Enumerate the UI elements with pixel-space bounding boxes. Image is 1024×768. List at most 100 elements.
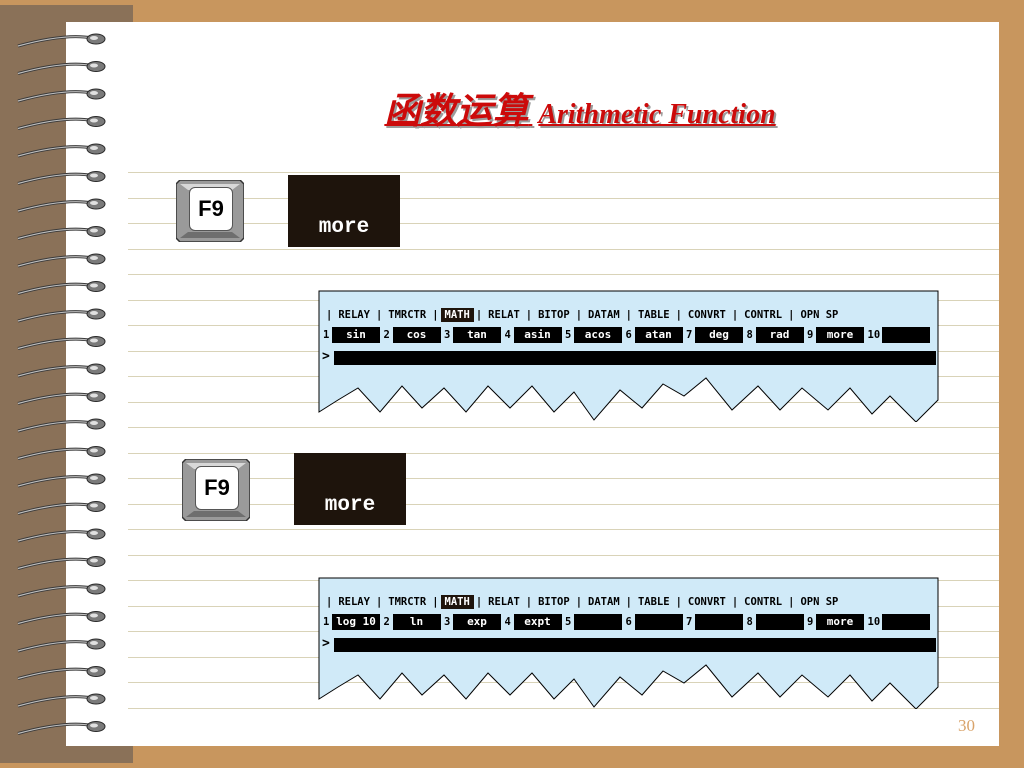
menu-separator: | <box>625 309 632 321</box>
menu-separator: | <box>575 596 583 608</box>
more-button[interactable]: more <box>294 453 406 525</box>
coil-ring <box>17 281 106 295</box>
softkey-3[interactable]: exp <box>453 614 501 630</box>
menu-item-datam[interactable]: DATAM <box>588 596 620 608</box>
softkey-number: 10 <box>867 329 881 341</box>
softkey-number: 10 <box>867 616 881 628</box>
coil-ring <box>17 721 106 735</box>
menu-item-contrl[interactable]: CONTRL <box>744 309 783 321</box>
softkey-5[interactable] <box>574 614 622 630</box>
coil-ring <box>17 473 106 488</box>
menu-item-relay[interactable]: RELAY <box>338 309 370 321</box>
softkey-6[interactable]: atan <box>634 327 683 343</box>
menu-item-opn-sp[interactable]: OPN SP <box>800 596 839 608</box>
menu-item-convrt[interactable]: CONVRT <box>687 309 726 321</box>
menu-item-relat[interactable]: RELAT <box>488 309 520 321</box>
softkey-number: 5 <box>565 329 572 341</box>
menu-item-table[interactable]: TABLE <box>637 309 670 321</box>
softkey-number: 3 <box>444 616 451 628</box>
softkey-7[interactable]: deg <box>695 327 743 343</box>
coil-ring <box>17 528 106 543</box>
ruled-line <box>128 529 999 530</box>
softkey-number: 1 <box>323 616 330 628</box>
menu-item-relay[interactable]: RELAY <box>338 596 370 608</box>
command-prompt: > <box>322 349 330 364</box>
menu-item-contrl[interactable]: CONTRL <box>744 596 783 608</box>
menu-separator: | <box>375 596 383 608</box>
menu-separator: | <box>525 596 533 608</box>
ruled-line <box>128 708 999 709</box>
command-prompt: > <box>322 636 330 651</box>
menu-item-table[interactable]: TABLE <box>637 596 670 608</box>
softkey-number: 6 <box>625 329 632 341</box>
softkey-number: 5 <box>565 616 572 628</box>
coil-ring <box>17 391 106 405</box>
coil-ring <box>17 61 106 75</box>
softkey-10[interactable] <box>881 614 930 630</box>
coil-ring <box>17 143 106 158</box>
coil-ring <box>17 501 106 515</box>
coil-ring <box>17 33 106 48</box>
coil-ring <box>17 693 106 708</box>
menu-separator: | <box>731 309 739 321</box>
softkey-5[interactable]: acos <box>574 327 622 343</box>
menu-item-math[interactable]: MATH <box>440 308 474 322</box>
ruled-line <box>128 172 999 173</box>
softkey-8[interactable]: rad <box>755 327 804 343</box>
softkey-number: 8 <box>746 329 753 341</box>
menu-separator: | <box>326 309 333 321</box>
command-input[interactable] <box>334 638 936 652</box>
menu-item-datam[interactable]: DATAM <box>588 309 620 321</box>
f9-key[interactable]: F9 <box>175 179 245 243</box>
f9-keycap-label: F9 <box>189 187 233 231</box>
softkey-number: 8 <box>746 616 753 628</box>
coil-ring <box>17 336 106 350</box>
softkey-3[interactable]: tan <box>453 327 501 343</box>
coil-ring <box>17 611 106 625</box>
menu-item-convrt[interactable]: CONVRT <box>687 596 726 608</box>
softkey-number: 4 <box>504 616 511 628</box>
coil-ring <box>17 198 106 213</box>
softkey-number: 6 <box>625 616 632 628</box>
coil-ring <box>17 171 106 185</box>
menu-bar: |RELAY|TMRCTR|MATH|RELAT|BITOP|DATAM|TAB… <box>324 308 842 322</box>
softkey-9[interactable]: more <box>816 614 864 630</box>
coil-ring <box>17 226 106 240</box>
ruled-line <box>128 223 999 224</box>
ruled-line <box>128 274 999 275</box>
menu-item-bitop[interactable]: BITOP <box>538 309 570 321</box>
softkey-4[interactable]: expt <box>513 614 562 630</box>
menu-separator: | <box>475 309 483 321</box>
softkey-10[interactable] <box>881 327 930 343</box>
f9-key[interactable]: F9 <box>181 458 251 522</box>
menu-item-relat[interactable]: RELAT <box>488 596 520 608</box>
command-input[interactable] <box>334 351 936 365</box>
coil-ring <box>17 446 106 460</box>
softkey-9[interactable]: more <box>816 327 864 343</box>
coil-ring <box>17 308 106 323</box>
coil-ring <box>17 363 106 378</box>
ruled-line <box>128 453 999 454</box>
coil-ring <box>17 666 106 680</box>
softkey-4[interactable]: asin <box>513 327 562 343</box>
menu-item-tmrctr[interactable]: TMRCTR <box>388 309 427 321</box>
menu-bar: |RELAY|TMRCTR|MATH|RELAT|BITOP|DATAM|TAB… <box>324 595 842 609</box>
menu-item-bitop[interactable]: BITOP <box>538 596 570 608</box>
menu-item-tmrctr[interactable]: TMRCTR <box>388 596 427 608</box>
menu-separator: | <box>375 309 383 321</box>
softkey-1[interactable]: log 10 <box>332 614 380 630</box>
coil-ring <box>17 418 106 433</box>
softkey-7[interactable] <box>695 614 743 630</box>
menu-separator: | <box>731 596 739 608</box>
softkey-1[interactable]: sin <box>332 327 380 343</box>
softkey-6[interactable] <box>634 614 683 630</box>
softkey-2[interactable]: cos <box>392 327 441 343</box>
menu-item-opn-sp[interactable]: OPN SP <box>800 309 839 321</box>
softkey-number: 7 <box>686 329 693 341</box>
menu-separator: | <box>326 596 333 608</box>
menu-separator: | <box>625 596 632 608</box>
softkey-2[interactable]: ln <box>392 614 441 630</box>
softkey-8[interactable] <box>755 614 804 630</box>
menu-item-math[interactable]: MATH <box>440 595 474 609</box>
more-button[interactable]: more <box>288 175 400 247</box>
